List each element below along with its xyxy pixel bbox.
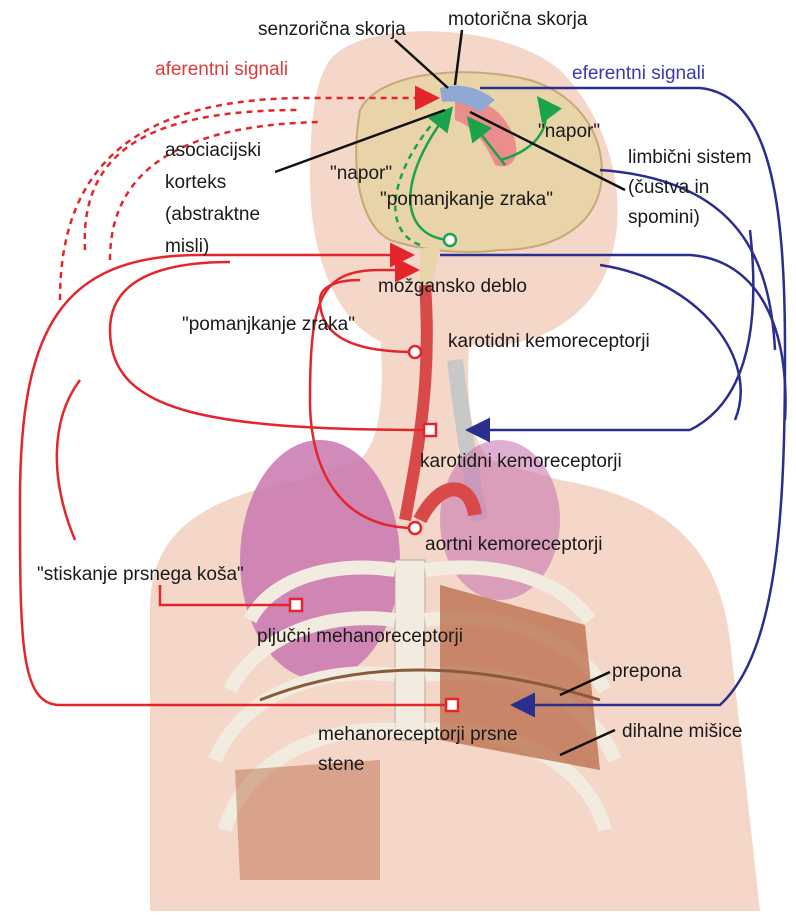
receptor-carotid-1: [409, 346, 421, 358]
label-respiratory-muscles: dihalne mišice: [622, 720, 742, 744]
green-node: [444, 234, 456, 246]
label-chest-tightness: "stiskanje prsnega koša": [37, 563, 244, 587]
receptor-aortic: [409, 522, 421, 534]
label-sensory-cortex: senzorična skorja: [258, 18, 406, 42]
label-effort-right: "napor": [538, 120, 600, 144]
label-diaphragm: prepona: [612, 660, 682, 684]
receptor-chest-wall: [446, 699, 458, 711]
label-association-cortex: asociacijski korteks (abstraktne misli): [165, 135, 261, 263]
label-brainstem: možgansko deblo: [378, 275, 527, 299]
label-chest-wall-mechano: mehanoreceptorji prsne stene: [318, 720, 518, 780]
label-air-hunger-mid: "pomanjkanje zraka": [182, 313, 355, 337]
label-carotid-chemo-1: karotidni kemoreceptorji: [448, 330, 650, 354]
receptor-lung: [290, 599, 302, 611]
efferent-down-1: [690, 230, 753, 430]
receptor-carotid-2: [424, 424, 436, 436]
label-motor-cortex: motorična skorja: [448, 8, 587, 32]
label-air-hunger-top: "pomanjkanje zraka": [380, 188, 553, 212]
label-effort-left: "napor": [330, 162, 392, 186]
label-carotid-chemo-2: karotidni kemoreceptorji: [420, 450, 622, 474]
label-lung-mechano: pljučni mehanoreceptorji: [257, 625, 463, 649]
afferent-lung: [57, 380, 80, 540]
label-afferent-signals: aferentni signali: [155, 58, 288, 82]
label-aortic-chemo: aortni kemoreceptorji: [425, 533, 602, 557]
label-efferent-signals: eferentni signali: [572, 62, 705, 86]
label-limbic-system: limbični sistem (čustva in spomini): [628, 143, 752, 233]
sternum: [395, 560, 425, 740]
